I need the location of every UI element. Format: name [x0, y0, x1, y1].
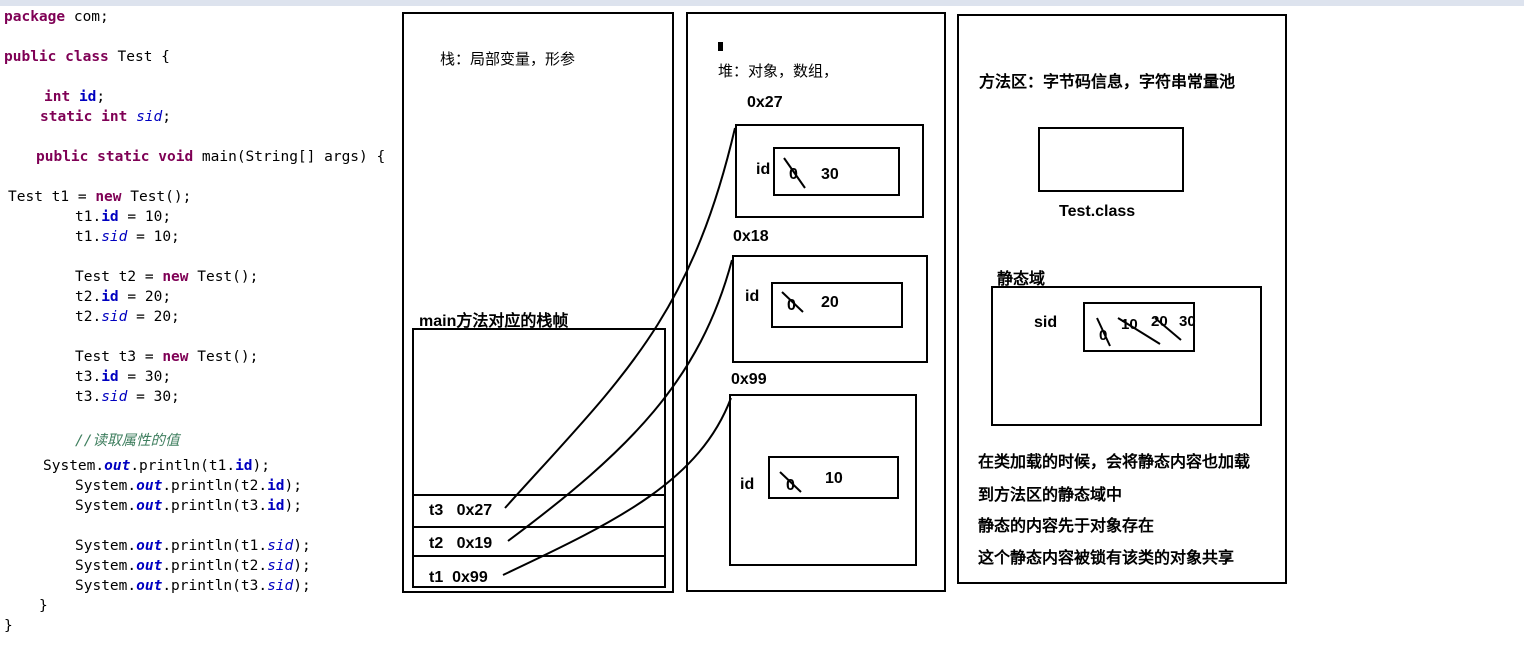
heap-field-old-value: 0 [787, 297, 796, 314]
code-line-t2-sid: t2.sid = 20; [75, 309, 180, 325]
static-value-current: 30 [1179, 313, 1196, 330]
static-field-box [1083, 302, 1195, 352]
method-area-note: 到方法区的静态域中 [978, 487, 1123, 504]
code-line-package: package com; [4, 9, 109, 25]
heap-field-label: id [756, 161, 771, 178]
heap-field-old-value: 0 [789, 166, 798, 183]
code-line-print-t1-id: System.out.println(t1.id); [43, 458, 271, 474]
strike-mark [783, 157, 806, 189]
code-line-main: public static void main(String[] args) { [36, 149, 386, 165]
code-line-t3-id: t3.id = 30; [75, 369, 172, 385]
heap-field-box [768, 456, 899, 499]
code-line-t1-sid: t1.sid = 10; [75, 229, 180, 245]
class-label: Test.class [1059, 203, 1136, 220]
stack-area [402, 12, 674, 593]
strike-mark [781, 291, 804, 313]
method-area-title: 方法区：字节码信息，字符串常量池 [979, 74, 1236, 91]
heap-area [686, 12, 946, 592]
static-value-old: 0 [1099, 327, 1108, 344]
heap-object-0x18 [732, 255, 928, 363]
code-line-print-t1-sid: System.out.println(t1.sid); [75, 538, 311, 554]
code-line-t1-new: Test t1 = new Test(); [8, 189, 192, 205]
heap-field-old-value: 0 [786, 477, 795, 494]
code-line-t3-sid: t3.sid = 30; [75, 389, 180, 405]
code-line-t3-new: Test t3 = new Test(); [75, 349, 259, 365]
heap-object-0x27 [735, 124, 924, 218]
method-area [957, 14, 1287, 584]
heap-object-address: 0x18 [733, 228, 769, 245]
method-area-note: 静态的内容先于对象存在 [978, 518, 1155, 535]
heap-object-0x99 [729, 394, 917, 566]
strike-mark [1096, 317, 1111, 347]
code-comment: //读取属性的值 [75, 433, 180, 449]
strike-mark [1117, 317, 1161, 345]
class-bytecode-box [1038, 127, 1184, 192]
stack-row-divider [412, 494, 666, 496]
code-line-t1-id: t1.id = 10; [75, 209, 172, 225]
code-close-method: } [39, 598, 48, 614]
stack-frame-main [412, 328, 666, 588]
code-close-class: } [4, 618, 13, 634]
static-field-label: sid [1034, 314, 1058, 331]
method-area-note: 这个静态内容被锁有该类的对象共享 [978, 550, 1235, 567]
code-line-print-t3-id: System.out.println(t3.id); [75, 498, 303, 514]
strike-mark [779, 471, 802, 493]
reference-line-t3 [504, 127, 736, 509]
code-line-class: public class Test { [4, 49, 170, 65]
code-line-print-t2-sid: System.out.println(t2.sid); [75, 558, 311, 574]
stack-row-divider [412, 555, 666, 557]
heap-field-box [771, 282, 903, 328]
code-line-t2-new: Test t2 = new Test(); [75, 269, 259, 285]
heap-field-label: id [740, 476, 755, 493]
code-line-print-t3-sid: System.out.println(t3.sid); [75, 578, 311, 594]
static-domain-box [991, 286, 1262, 426]
strike-marks [779, 157, 1182, 493]
code-line-print-t2-id: System.out.println(t2.id); [75, 478, 303, 494]
stack-title: 栈：局部变量，形参 [440, 51, 576, 68]
code-line-sid-field: static int sid; [40, 109, 171, 125]
heap-field-value: 10 [825, 470, 843, 487]
heap-field-box [773, 147, 900, 196]
heap-field-label: id [745, 288, 760, 305]
code-line-id-field: int id; [44, 89, 106, 105]
stack-row-divider [412, 526, 666, 528]
reference-line-t2 [507, 259, 733, 542]
window-top-bar [0, 0, 1524, 6]
static-domain-title: 静态域 [997, 271, 1046, 288]
stack-row-t2: t2 0x19 [429, 535, 493, 552]
heap-object-address: 0x27 [747, 94, 783, 111]
reference-lines [502, 127, 736, 576]
strike-mark [1154, 317, 1182, 341]
code-line-t2-id: t2.id = 20; [75, 289, 172, 305]
heap-title: 堆：对象，数组， [718, 63, 839, 80]
reference-line-t1 [502, 397, 732, 576]
stack-row-t3: t3 0x27 [429, 502, 493, 519]
stack-row-t1: t1 0x99 [429, 569, 488, 586]
cursor-mark [718, 42, 723, 51]
method-area-note: 在类加载的时候，会将静态内容也加载 [978, 454, 1251, 471]
stack-frame-title: main方法对应的栈帧 [419, 313, 569, 330]
heap-field-value: 30 [821, 166, 839, 183]
heap-field-value: 20 [821, 294, 839, 311]
heap-object-address: 0x99 [731, 371, 767, 388]
